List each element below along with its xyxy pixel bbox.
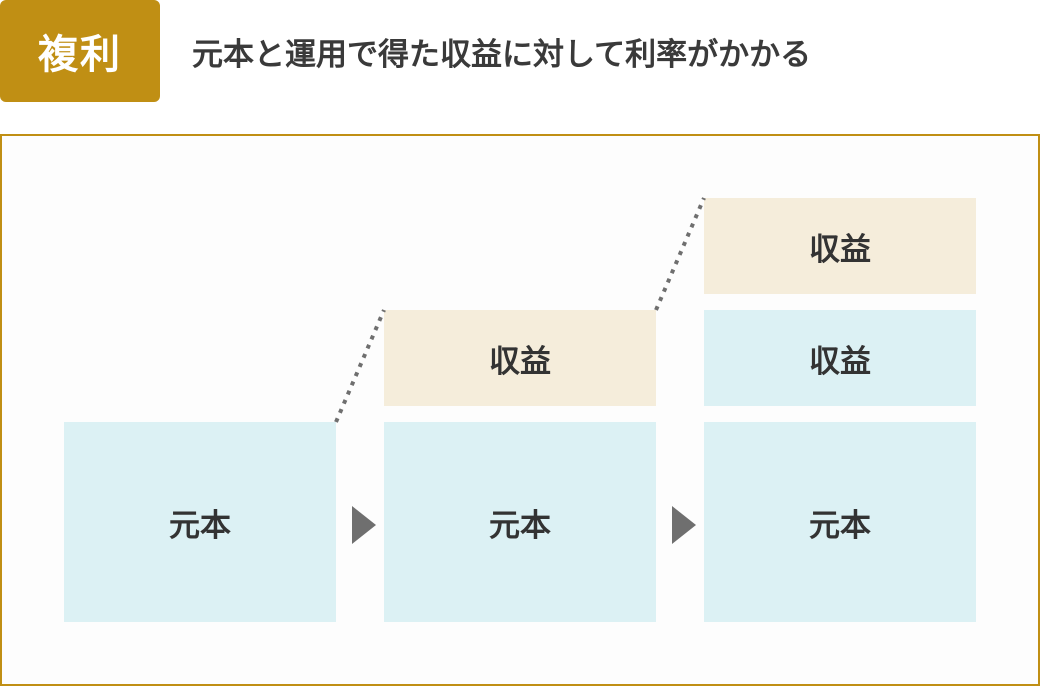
stage3-new-gain-label: 収益	[809, 231, 871, 268]
stage2-principal-label: 元本	[489, 507, 551, 544]
stage2-gain-block: 収益	[384, 310, 656, 406]
stage1-principal-label: 元本	[169, 507, 231, 544]
title-badge: 複利	[0, 0, 160, 102]
stage1-principal-block: 元本	[64, 422, 336, 622]
stage3-reinvested-gain-block: 収益	[704, 310, 976, 406]
stage3-new-gain-block: 収益	[704, 198, 976, 294]
step-arrow-2-icon	[672, 506, 696, 544]
growth-guide-1	[334, 309, 386, 423]
stage2-gain-label: 収益	[489, 343, 551, 380]
stage3-reinvested-gain-label: 収益	[809, 343, 871, 380]
headline: 元本と運用で得た収益に対して利率がかかる	[192, 36, 812, 73]
growth-guide-lines	[334, 197, 706, 423]
stage2-principal-block: 元本	[384, 422, 656, 622]
stage3-principal-block: 元本	[704, 422, 976, 622]
badge-label: 複利	[38, 32, 122, 78]
step-arrow-1-icon	[352, 506, 376, 544]
growth-guide-2	[654, 197, 706, 311]
stage3-principal-label: 元本	[809, 507, 871, 544]
diagram-panel: 元本 収益 元本 収益 収益 元本	[0, 134, 1040, 686]
